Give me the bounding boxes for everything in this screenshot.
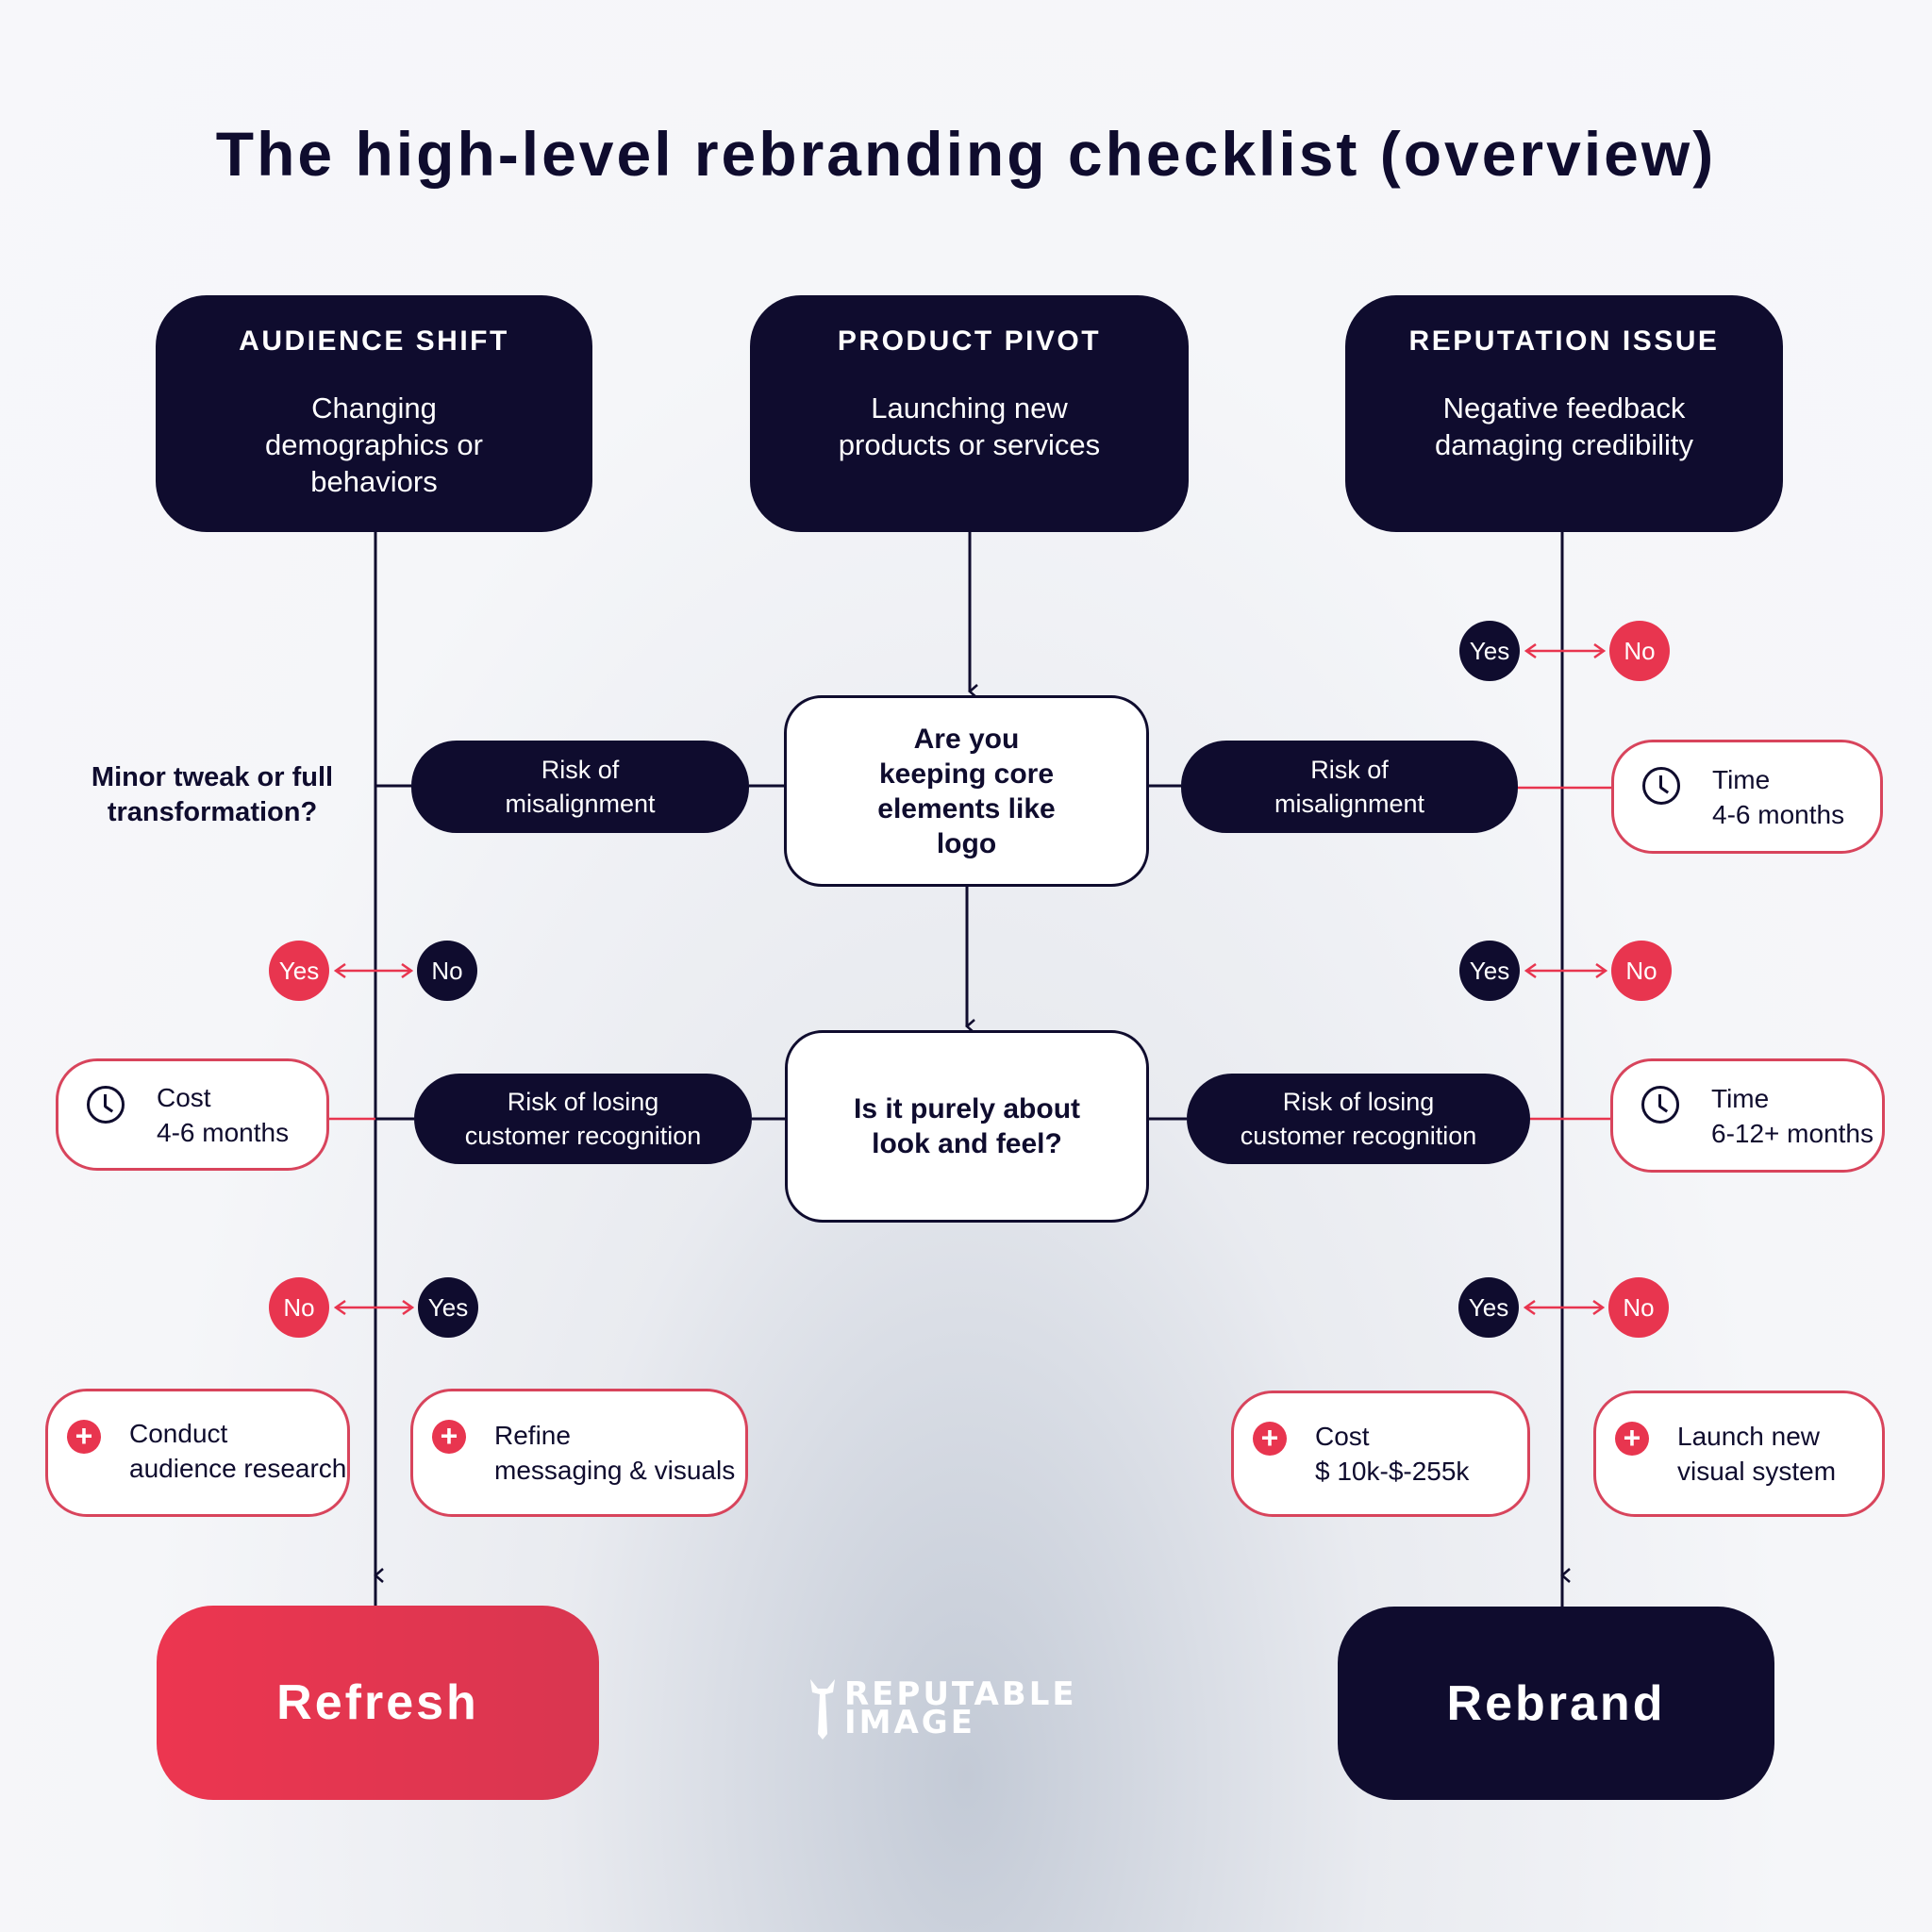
plus-icon: +	[67, 1420, 101, 1454]
action-line: messaging & visuals	[494, 1456, 736, 1485]
reputation-issue-card: REPUTATION ISSUE Negative feedback damag…	[1345, 295, 1783, 532]
clock-icon	[87, 1086, 125, 1124]
audience-shift-card: AUDIENCE SHIFT Changing demographics or …	[156, 295, 592, 532]
card-description: Launching new products or services	[838, 391, 1101, 461]
info-value: 4-6 months	[157, 1117, 290, 1147]
action-line: $ 10k-$-255k	[1315, 1457, 1470, 1486]
risk-misalignment-right: Risk of misalignment	[1181, 741, 1518, 833]
plus-icon: +	[1615, 1422, 1649, 1456]
time-info-2: Time 6-12+ months	[1610, 1058, 1885, 1173]
yes-badge: Yes	[418, 1277, 478, 1338]
action-line: visual system	[1677, 1457, 1837, 1486]
action-line: Refine	[494, 1421, 571, 1450]
time-info-1: Time 4-6 months	[1611, 740, 1883, 854]
card-heading: AUDIENCE SHIFT	[239, 325, 509, 357]
logo-line: REPUTABLE	[844, 1675, 1077, 1713]
action-conduct-research: + Conduct audience research	[45, 1389, 350, 1517]
action-line: Launch new	[1677, 1422, 1821, 1451]
action-cost: + Cost $ 10k-$-255k	[1231, 1391, 1530, 1517]
page-title: The high-level rebranding checklist (ove…	[215, 119, 1717, 189]
info-label: Time	[1711, 1083, 1770, 1113]
yes-badge: Yes	[1458, 1277, 1519, 1338]
refresh-outcome: Refresh	[157, 1606, 599, 1800]
info-value: 4-6 months	[1712, 799, 1845, 829]
cost-info-left: Cost 4-6 months	[56, 1058, 329, 1171]
risk-misalignment-left: Risk of misalignment	[411, 741, 749, 833]
action-refine-messaging: + Refine messaging & visuals	[410, 1389, 748, 1517]
risk-recognition-right: Risk of losing customer recognition	[1187, 1074, 1530, 1164]
no-badge: No	[1611, 941, 1672, 1001]
product-pivot-card: PRODUCT PIVOT Launching new products or …	[750, 295, 1189, 532]
card-heading: REPUTATION ISSUE	[1408, 325, 1720, 357]
clock-icon	[1642, 767, 1680, 805]
action-line: Conduct	[129, 1419, 228, 1448]
info-label: Time	[1712, 764, 1771, 794]
no-badge: No	[1609, 621, 1670, 681]
clock-icon	[1641, 1086, 1679, 1124]
action-line: audience research	[129, 1454, 347, 1483]
risk-recognition-left: Risk of losing customer recognition	[414, 1074, 752, 1164]
card-description: Negative feedback damaging credibility	[1435, 391, 1693, 461]
card-heading: PRODUCT PIVOT	[837, 325, 1102, 357]
side-question: Minor tweak or full transformation?	[91, 762, 334, 827]
info-label: Cost	[157, 1082, 211, 1112]
yes-badge: Yes	[269, 941, 329, 1001]
card-description: Changing demographics or behaviors	[265, 391, 483, 498]
logo-line: IMAGE	[844, 1704, 975, 1741]
action-launch-visual-system: + Launch new visual system	[1593, 1391, 1885, 1517]
yes-badge: Yes	[1459, 941, 1520, 1001]
tie-icon	[810, 1679, 835, 1740]
rebrand-outcome: Rebrand	[1338, 1607, 1774, 1800]
yes-badge: Yes	[1459, 621, 1520, 681]
info-value: 6-12+ months	[1711, 1118, 1874, 1148]
action-line: Cost	[1315, 1422, 1370, 1451]
question-look-and-feel: Is it purely about look and feel?	[785, 1030, 1149, 1223]
plus-icon: +	[432, 1420, 466, 1454]
no-badge: No	[1608, 1277, 1669, 1338]
plus-icon: +	[1253, 1422, 1287, 1456]
no-badge: No	[269, 1277, 329, 1338]
no-badge: No	[417, 941, 477, 1001]
question-keep-core-elements: Are you keeping core elements like logo	[784, 695, 1149, 887]
